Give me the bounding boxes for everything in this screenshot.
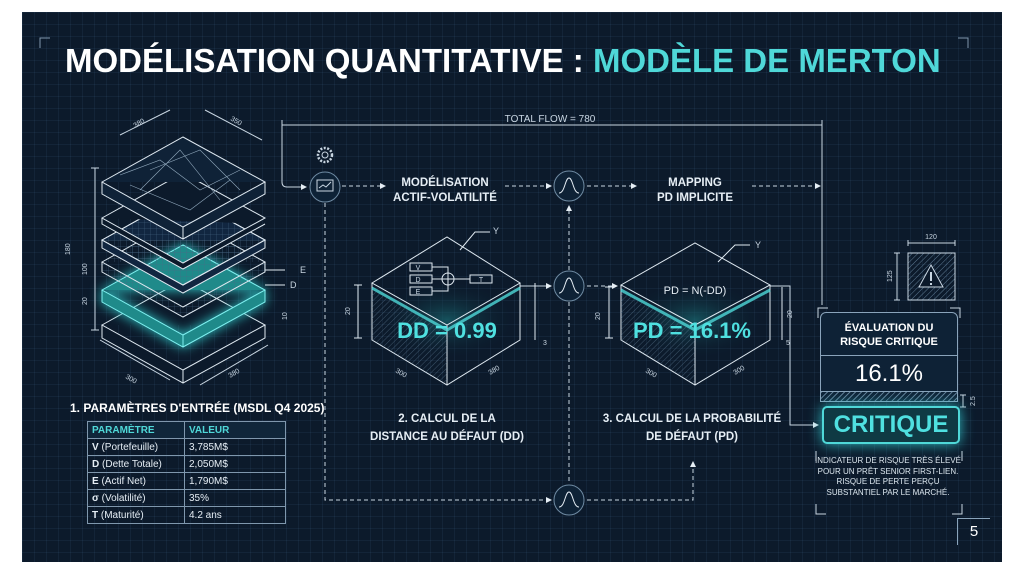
pd-caption-2: DE DÉFAUT (PD) — [646, 430, 738, 443]
label-e: E — [300, 265, 306, 275]
dd-input-e: E — [416, 289, 421, 296]
pd-dim-right-h: 20 — [787, 310, 794, 318]
critical-status-badge: CRITIQUE — [822, 406, 960, 444]
param-name: (Volatilité) — [98, 492, 146, 504]
risk-card-header: ÉVALUATION DU RISQUE CRITIQUE — [821, 313, 957, 356]
param-value: 1,790M$ — [184, 472, 286, 490]
total-flow-line — [281, 120, 823, 305]
dd-caption-2: DISTANCE AU DÉFAUT (DD) — [370, 430, 524, 443]
risk-description: INDICATEUR DE RISQUE TRÈS ÉLEVÉ POUR UN … — [815, 456, 961, 497]
dd-caption-1: 2. CALCUL DE LA — [398, 413, 496, 425]
total-flow-label: TOTAL FLOW = 780 — [505, 114, 596, 125]
layer-stack-illustration — [91, 109, 285, 386]
dd-dim-side: 3 — [543, 340, 547, 347]
pd-formula: PD = N(-DD) — [664, 285, 727, 297]
param-symbol: D — [92, 458, 100, 470]
pd-dim-right: 300 — [733, 365, 747, 377]
page-number: 5 — [957, 518, 990, 545]
params-heading: 1. PARAMÈTRES D'ENTRÉE (MSDL Q4 2025) — [70, 401, 325, 415]
param-symbol: T — [92, 509, 99, 521]
risk-value: 16.1% — [854, 360, 924, 387]
param-symbol: σ — [92, 492, 99, 504]
dim-bottom-right: 380 — [228, 368, 242, 380]
pd-dim-side: 5 — [786, 340, 790, 347]
step-label-modeling-2: ACTIF-VOLATILITÉ — [393, 191, 497, 204]
pd-cube — [605, 242, 783, 386]
pd-dim-h: 20 — [595, 312, 602, 320]
warn-dim-h: 125 — [887, 270, 894, 282]
warning-icon — [815, 240, 966, 515]
param-name: (Maturité) — [98, 509, 144, 521]
pd-to-risk-arrow — [770, 285, 819, 428]
pd-caption-1: 3. CALCUL DE LA PROBABILITÉ — [603, 412, 782, 425]
table-row: T (Maturité) 4.2 ans — [87, 506, 286, 524]
dd-dim-h: 20 — [345, 307, 352, 315]
page-title: MODÉLISATION QUANTITATIVE : MODÈLE DE ME… — [65, 42, 941, 79]
col-value: VALEUR — [184, 421, 286, 439]
warn-dim-w: 120 — [925, 234, 937, 241]
label-d: D — [290, 280, 297, 290]
col-param: PARAMÈTRE — [87, 421, 185, 439]
dim-mid: 100 — [82, 263, 89, 275]
pd-axis: Y — [755, 240, 761, 250]
param-name: (Actif Net) — [98, 475, 146, 487]
dd-input-v: V — [416, 265, 421, 272]
dim-top-right: 350 — [229, 116, 243, 128]
dd-input-d: D — [415, 277, 420, 284]
param-value: 4.2 ans — [184, 506, 286, 524]
chart-model-icon — [309, 171, 341, 203]
normal-distribution-icon — [553, 170, 585, 202]
dd-cube — [354, 231, 536, 386]
dd-dim-left: 300 — [394, 368, 408, 380]
param-symbol: V — [92, 441, 99, 453]
step-label-mapping-2: PD IMPLICITE — [657, 192, 733, 204]
param-value: 3,785M$ — [184, 438, 286, 456]
table-row: E (Actif Net) 1,790M$ — [87, 472, 286, 490]
param-value: 35% — [184, 489, 286, 507]
normal-distribution-icon — [553, 484, 585, 516]
param-name: (Dette Totale) — [99, 458, 162, 470]
frame-corners — [39, 37, 969, 48]
param-value: 2,050M$ — [184, 455, 286, 473]
param-symbol: E — [92, 475, 99, 487]
pd-dim-left: 300 — [644, 368, 658, 380]
dd-value: DD = 0.99 — [397, 318, 497, 343]
risk-header-1: ÉVALUATION DU — [844, 322, 934, 334]
flow-arrows — [324, 183, 821, 503]
dim-side: 10 — [282, 312, 289, 320]
risk-header-2: RISQUE CRITIQUE — [840, 336, 938, 348]
param-name: (Portefeuille) — [98, 441, 159, 453]
risk-card: ÉVALUATION DU RISQUE CRITIQUE 16.1% — [820, 312, 958, 402]
table-row: σ (Volatilité) 35% — [87, 489, 286, 507]
dim-bottom-left: 300 — [124, 374, 138, 386]
normal-distribution-icon — [553, 270, 585, 302]
dd-axis: Y — [493, 226, 499, 236]
dim-low: 20 — [82, 297, 89, 305]
dim-top-left: 380 — [133, 118, 147, 130]
pd-value: PD = 16.1% — [633, 318, 751, 343]
step-label-mapping: MAPPING — [668, 177, 722, 189]
hatch-bar — [821, 391, 957, 401]
dd-dim-right: 380 — [488, 365, 502, 377]
table-row: V (Portefeuille) 3,785M$ — [87, 438, 286, 456]
gear-icon — [316, 146, 334, 164]
dd-output: T — [479, 277, 484, 284]
dim-height: 180 — [65, 243, 72, 255]
step-label-modeling: MODÉLISATION — [401, 176, 488, 189]
hatch-dim: 2.5 — [970, 396, 977, 406]
table-row: D (Dette Totale) 2,050M$ — [87, 455, 286, 473]
